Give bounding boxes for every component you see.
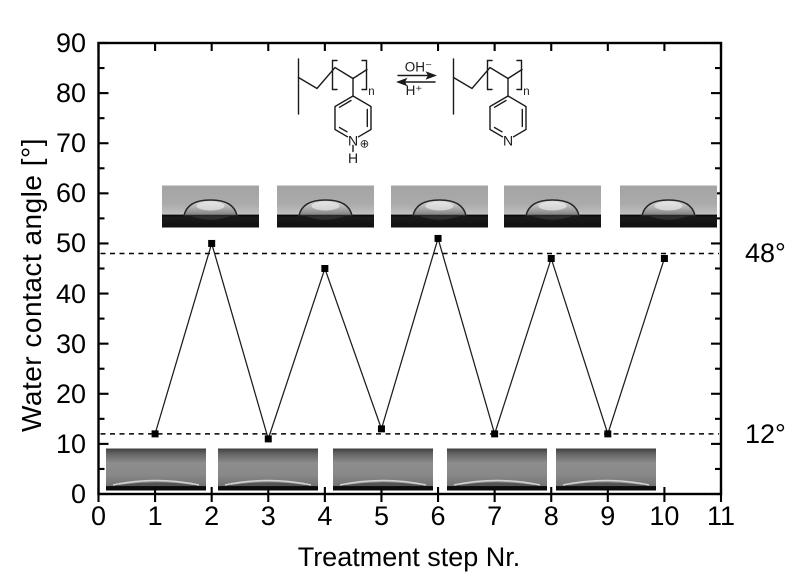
droplet-photo-low-angle [106, 448, 206, 491]
data-point-marker [660, 254, 668, 262]
data-point-marker [434, 234, 442, 242]
x-axis-tick-label: 8 [543, 501, 559, 531]
data-line [154, 236, 666, 441]
reference-label-1: 12° [745, 418, 786, 449]
x-axis-tick-label: 7 [487, 501, 503, 531]
data-point-marker [377, 425, 385, 433]
x-axis-tick-label: 6 [430, 501, 446, 531]
y-axis-tick-label: 0 [70, 479, 86, 509]
x-axis-tick-label: 0 [90, 501, 107, 531]
repeat-unit-subscript: n [523, 86, 529, 98]
positive-charge-icon: ⊕ [360, 139, 370, 151]
x-axis-tick-label: 5 [373, 501, 389, 531]
droplet-photo-high-angle [504, 185, 601, 228]
reference-label-0: 48° [745, 238, 786, 269]
x-axis-tick-label: 10 [649, 501, 680, 531]
data-point-marker [208, 239, 216, 247]
molecule-pyridine: n N [452, 58, 530, 149]
data-point-marker [264, 435, 272, 443]
proton-atom-label: H [348, 150, 358, 166]
droplet-photo-high-angle [620, 185, 717, 228]
droplet-photo-low-angle [218, 448, 318, 491]
x-axis-tick-label: 1 [147, 501, 163, 531]
data-point-marker [547, 254, 555, 262]
droplet-photo-high-angle [162, 185, 259, 228]
y-axis-tick-label: 80 [55, 78, 86, 109]
droplet-photo-low-angle [556, 448, 656, 491]
x-axis-tick-label: 2 [204, 501, 220, 531]
x-axis-title: Treatment step Nr. [297, 542, 521, 572]
plot-frame [97, 41, 723, 496]
y-axis-tick-label: 20 [55, 378, 86, 409]
forward-reagent-label: OH⁻ [405, 60, 432, 75]
droplet-photo-high-angle [391, 185, 488, 228]
nitrogen-atom-label: N [503, 133, 513, 149]
y-axis-tick-label: 60 [55, 178, 86, 209]
y-axis-tick-label: 30 [55, 328, 86, 359]
y-axis-tick-label: 10 [55, 428, 86, 459]
equilibrium-arrows: OH⁻ H⁺ [396, 60, 437, 98]
x-axis-tick-label: 9 [600, 501, 616, 531]
reverse-reagent-label: H⁺ [406, 83, 423, 98]
droplet-photo-low-angle [333, 448, 433, 491]
y-axis-tick-label: 70 [55, 128, 86, 159]
molecule-pyridinium: n N ⊕ H [297, 58, 375, 166]
x-axis-tick-label: 4 [317, 501, 333, 531]
droplet-photo-high-angle [277, 185, 374, 228]
reference-lines [100, 252, 719, 435]
repeat-unit-subscript: n [368, 86, 374, 98]
y-axis-tick-label: 50 [55, 228, 86, 259]
y-axis-tick-label: 40 [55, 278, 86, 309]
data-point-marker [321, 265, 329, 272]
y-axis-tick-label: 90 [55, 28, 86, 58]
x-axis-tick-label: 3 [260, 501, 276, 531]
data-point-marker [151, 430, 159, 438]
x-axis-tick-label: 11 [706, 501, 736, 531]
droplet-photo-low-angle [447, 448, 547, 491]
data-point-marker [604, 430, 612, 438]
data-point-marker [491, 430, 499, 438]
nitrogen-atom-label: N [348, 133, 358, 149]
